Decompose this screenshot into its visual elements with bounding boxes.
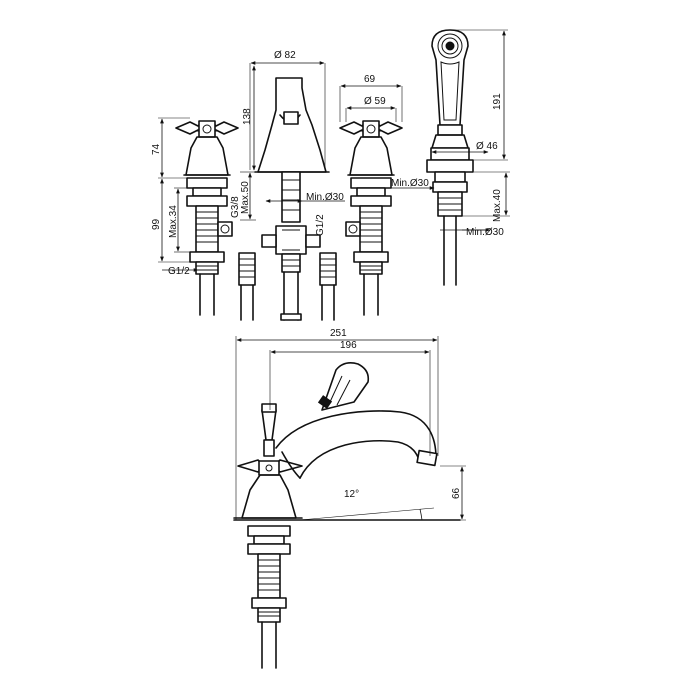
dim-max34: Max.34 <box>168 205 179 238</box>
dim-d82: Ø 82 <box>274 50 296 61</box>
dim-h99: 99 <box>151 218 162 230</box>
dim-w69: 69 <box>364 74 376 85</box>
dim-min30-right: Min.Ø30 <box>391 178 429 189</box>
dim-angle12: 12° <box>344 489 359 500</box>
dim-g12-spout: G1/2 <box>315 214 326 236</box>
dim-g38: G3/8 <box>230 196 241 218</box>
dim-min30-shower: Min.Ø30 <box>466 227 504 238</box>
dim-h138: 138 <box>242 108 253 125</box>
hand-shower <box>426 29 474 286</box>
dim-d59: Ø 59 <box>364 96 386 107</box>
right-valve <box>339 120 403 316</box>
spout-top <box>254 77 330 321</box>
dim-g12-left: G1/2 <box>168 266 190 277</box>
dim-h191: 191 <box>492 93 503 110</box>
side-view: 12° <box>233 362 461 669</box>
dim-w251: 251 <box>330 328 347 339</box>
dim-max50: Max.50 <box>240 181 251 214</box>
side-dimensions: 251 196 66 <box>235 328 466 521</box>
dim-w196: 196 <box>340 340 357 351</box>
top-dimensions: Ø 82 138 69 Ø 59 191 Ø 46 Max.40 Min.Ø30 <box>151 29 510 277</box>
dim-d46: Ø 46 <box>476 141 498 152</box>
dim-h66: 66 <box>451 487 462 499</box>
dim-max40: Max.40 <box>492 189 503 222</box>
dim-h74: 74 <box>151 143 162 155</box>
left-valve <box>175 120 239 316</box>
hose-right <box>319 252 337 321</box>
hose-left <box>238 252 256 321</box>
dim-min30-spout: Min.Ø30 <box>306 192 344 203</box>
